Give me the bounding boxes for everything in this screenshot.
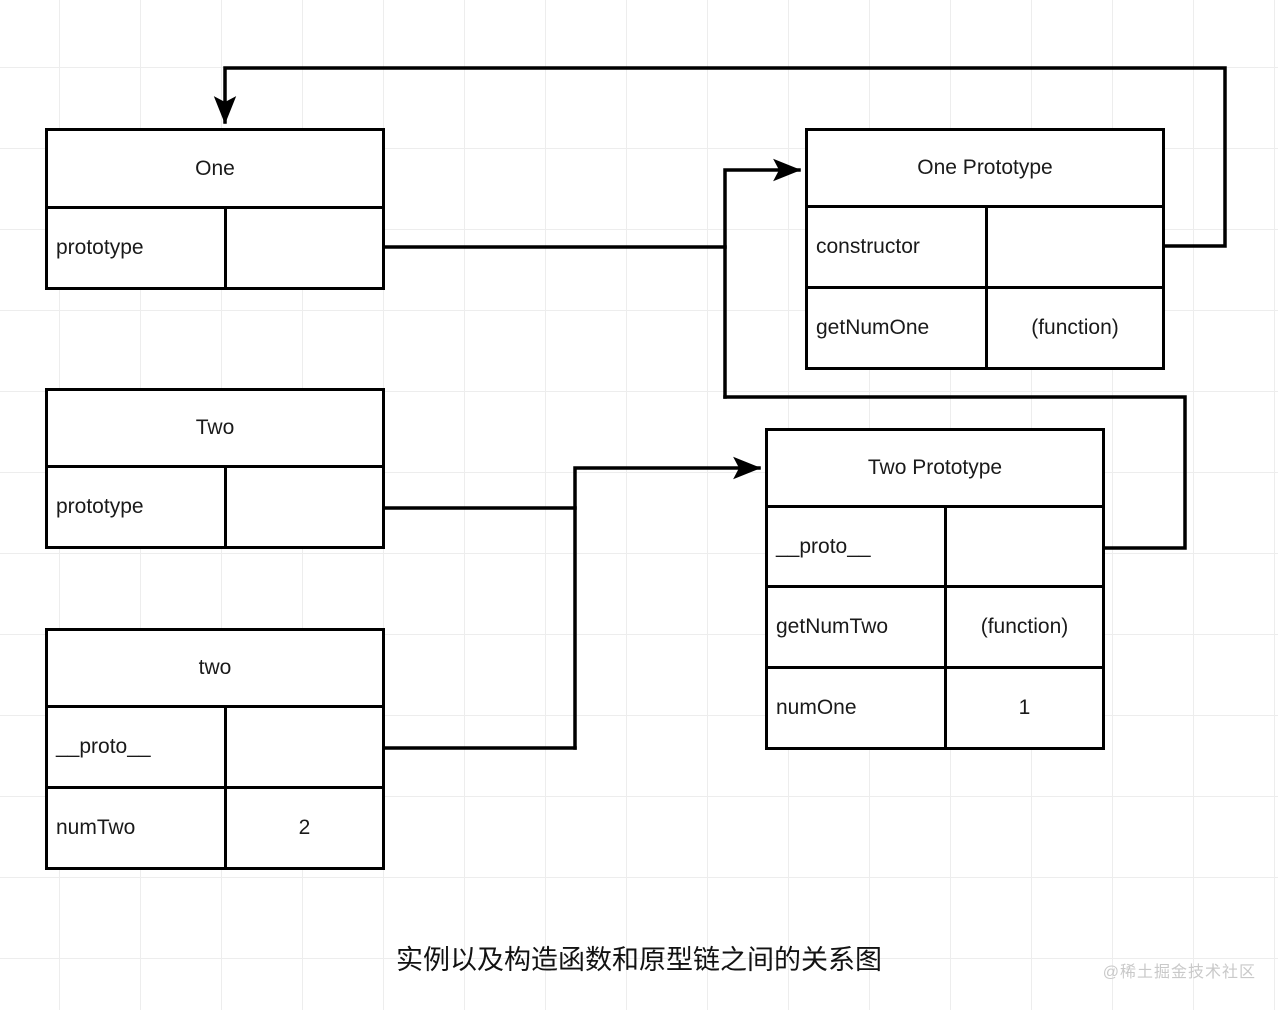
box-two-prototype-key-proto: __proto__ bbox=[768, 508, 947, 585]
box-two-prototype-key-getnumtwo: getNumTwo bbox=[768, 588, 947, 666]
box-one-prototype-row-getnumone: getNumOne (function) bbox=[808, 286, 1162, 367]
box-two: Two prototype bbox=[45, 388, 385, 549]
diagram-caption: 实例以及构造函数和原型链之间的关系图 bbox=[396, 945, 882, 975]
box-two-prototype-key-numone: numOne bbox=[768, 669, 947, 747]
box-one-prototype-title: One Prototype bbox=[917, 156, 1053, 179]
box-one-prototype-value-constructor bbox=[988, 208, 1162, 286]
box-two-key-prototype: prototype bbox=[48, 468, 227, 546]
box-two-instance-row-proto: __proto__ bbox=[48, 705, 382, 786]
connector-one-prototype-to-one-prototype-object bbox=[383, 158, 802, 399]
box-two-instance: two __proto__ numTwo 2 bbox=[45, 628, 385, 870]
box-two-instance-row-numtwo: numTwo 2 bbox=[48, 786, 382, 867]
box-one-prototype-key-constructor: constructor bbox=[808, 208, 988, 286]
box-two-prototype: Two Prototype __proto__ getNumTwo (funct… bbox=[765, 428, 1105, 750]
connector-two-prototype-to-two-prototype-object bbox=[383, 456, 762, 750]
box-two-prototype-value-getnumtwo: (function) bbox=[980, 615, 1069, 638]
box-one-key-prototype: prototype bbox=[48, 209, 227, 287]
box-two-prototype-title: Two Prototype bbox=[867, 456, 1003, 479]
box-two-prototype-row-getnumtwo: getNumTwo (function) bbox=[768, 585, 1102, 666]
box-two-instance-value-proto bbox=[227, 708, 382, 786]
box-one-row-prototype: prototype bbox=[48, 206, 382, 287]
box-two-row-prototype: prototype bbox=[48, 465, 382, 546]
box-two-prototype-value-numone: 1 bbox=[1018, 696, 1031, 719]
box-one: One prototype bbox=[45, 128, 385, 290]
box-two-instance-value-numtwo: 2 bbox=[298, 816, 311, 839]
box-two-prototype-row-proto: __proto__ bbox=[768, 505, 1102, 585]
box-two-title: Two bbox=[195, 416, 235, 439]
box-two-value-prototype bbox=[227, 468, 382, 546]
box-one-value-prototype bbox=[227, 209, 382, 287]
box-two-instance-key-numtwo: numTwo bbox=[48, 789, 227, 867]
box-two-prototype-value-proto bbox=[947, 508, 1102, 585]
box-two-instance-key-proto: __proto__ bbox=[48, 708, 227, 786]
box-two-prototype-row-numone: numOne 1 bbox=[768, 666, 1102, 747]
box-one-prototype-value-getnumone: (function) bbox=[1031, 316, 1119, 339]
box-two-instance-title: two bbox=[198, 656, 232, 679]
box-one-prototype-row-constructor: constructor bbox=[808, 205, 1162, 286]
watermark: @稀土掘金技术社区 bbox=[1102, 964, 1256, 981]
box-one-prototype: One Prototype constructor getNumOne (fun… bbox=[805, 128, 1165, 370]
box-one-title: One bbox=[195, 156, 235, 180]
box-one-prototype-key-getnumone: getNumOne bbox=[808, 289, 988, 367]
